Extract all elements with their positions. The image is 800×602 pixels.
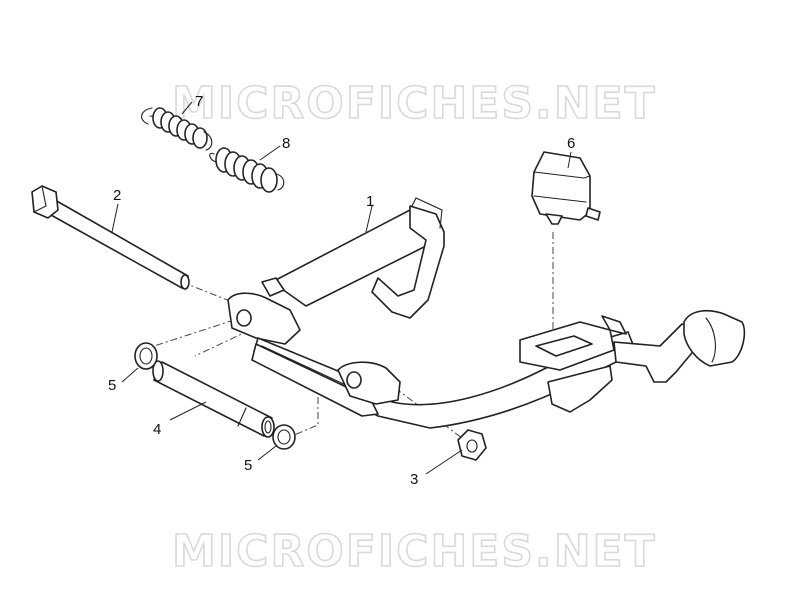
- rubber-buffer: [531, 151, 601, 225]
- callout-leaders: [111, 101, 572, 475]
- washer-left: [134, 342, 158, 370]
- spacer-tube: [152, 360, 275, 438]
- nut: [457, 429, 487, 461]
- watermark-bottom: MICROFICHES.NET: [172, 526, 657, 577]
- washer-right: [272, 424, 296, 450]
- callout-1: 1: [366, 193, 374, 210]
- callout-3: 3: [410, 471, 418, 488]
- spring-large: [209, 147, 285, 193]
- callout-5-right: 5: [244, 457, 252, 474]
- callout-6: 6: [567, 135, 575, 152]
- center-stand-frame: [227, 197, 746, 429]
- callout-8: 8: [282, 135, 290, 152]
- callout-2: 2: [113, 187, 121, 204]
- watermark-top: MICROFICHES.NET: [172, 78, 657, 129]
- callout-5-left: 5: [108, 377, 116, 394]
- callout-4: 4: [153, 421, 161, 438]
- bolt: [31, 185, 190, 290]
- callout-7: 7: [195, 93, 203, 110]
- spring-small: [141, 107, 213, 151]
